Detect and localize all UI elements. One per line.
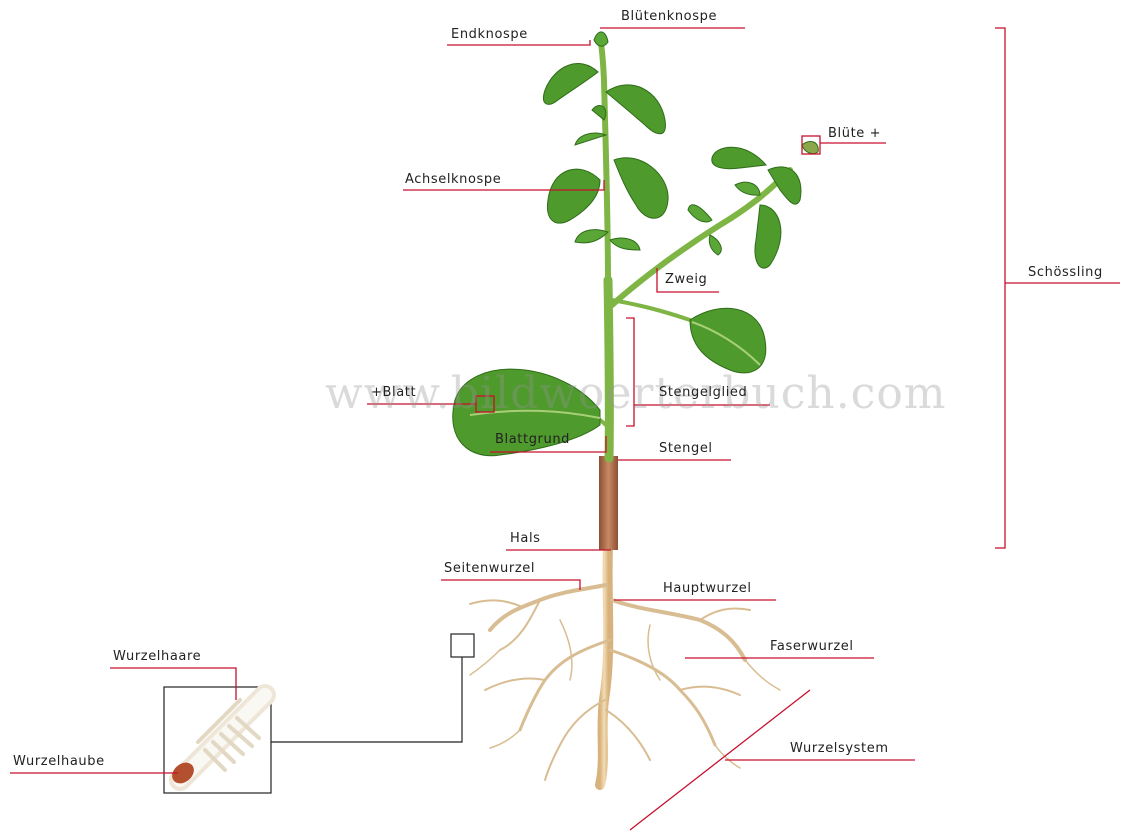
label-blattgrund: Blattgrund: [495, 432, 570, 448]
label-hals: Hals: [510, 531, 541, 547]
label-endknospe: Endknospe: [451, 27, 528, 43]
label-schoessling: Schössling: [1028, 265, 1103, 281]
lower-stem: [599, 456, 618, 550]
label-achselknospe: Achselknospe: [405, 172, 501, 188]
root-hair-inset: [164, 634, 474, 793]
label-bluete: Blüte +: [828, 126, 881, 142]
label-blatt: +Blatt: [371, 385, 416, 401]
label-hauptwurzel: Hauptwurzel: [663, 581, 752, 597]
label-wurzelhaare: Wurzelhaare: [113, 649, 201, 665]
label-seitenwurzel: Seitenwurzel: [444, 561, 535, 577]
label-stengel: Stengel: [659, 441, 713, 457]
label-faserwurzel: Faserwurzel: [770, 639, 854, 655]
label-bluetenknospe: Blütenknospe: [621, 9, 717, 25]
label-stengelglied: Stengelglied: [659, 385, 747, 401]
label-wurzelsystem: Wurzelsystem: [790, 741, 889, 757]
label-zweig: Zweig: [665, 272, 707, 288]
label-wurzelhaube: Wurzelhaube: [13, 754, 105, 770]
watermark: www.bildwoerterbuch.com: [325, 368, 947, 419]
